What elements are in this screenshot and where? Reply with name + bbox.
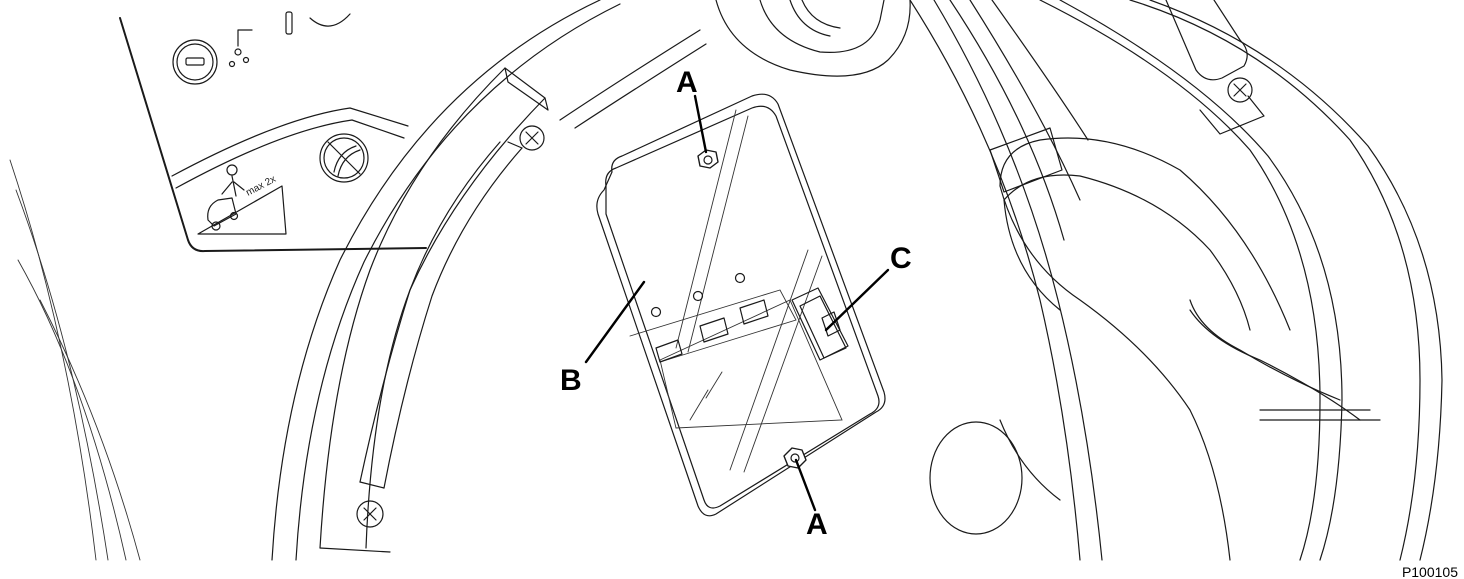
terminal-block [739, 299, 769, 325]
leader-b [584, 280, 646, 364]
hose-connector [559, 0, 911, 129]
instruction-panel: max 2x [119, 11, 427, 253]
ramp-climb-icon: max 2x [197, 164, 287, 235]
figure-code: P100105 [1402, 564, 1458, 579]
cover-nut-top [697, 149, 719, 169]
dial-outline [309, 13, 351, 27]
minus-button-icon [172, 39, 218, 85]
cover-plate [596, 93, 886, 517]
terminal-block [655, 339, 683, 363]
callout-b: B [560, 364, 582, 397]
frame-screw-bottom [356, 500, 384, 528]
leader-a-top [693, 94, 708, 154]
frame-screw-top [519, 125, 545, 151]
water-drop-icon [228, 29, 253, 68]
indicator-led [734, 272, 746, 284]
handle-screw [1227, 77, 1253, 103]
cover-nut-bottom [783, 447, 807, 469]
callout-c: C [890, 242, 912, 275]
right-housing [909, 0, 1443, 561]
indicator-led [650, 306, 662, 318]
leader-c [824, 268, 890, 332]
reel-frame-arc [271, 0, 621, 561]
indicator-led [692, 290, 704, 302]
leader-a-bottom [794, 458, 817, 512]
callout-a-bottom: A [806, 508, 828, 541]
terminal-block [699, 317, 729, 343]
callout-a-top: A [676, 66, 698, 99]
left-housing-edge [9, 159, 141, 561]
max-climb-label: max 2x [244, 174, 278, 199]
indicator-slot [285, 11, 293, 35]
no-pressure-washer-icon [319, 133, 369, 183]
blank-plug [929, 421, 1023, 535]
